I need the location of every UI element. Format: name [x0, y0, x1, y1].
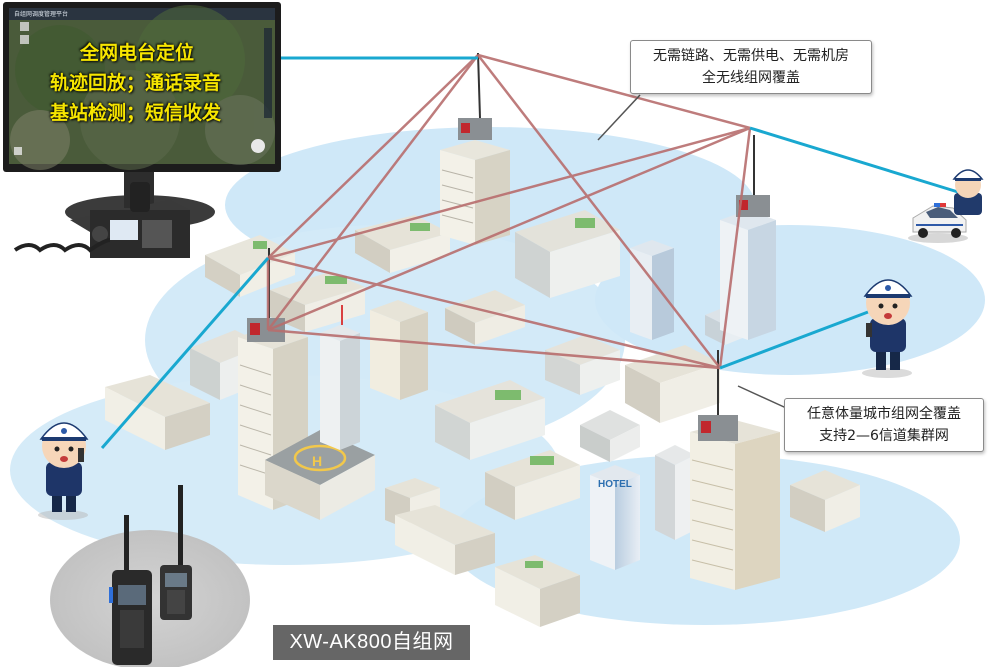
police-officer-right — [862, 279, 913, 378]
hotel-sign: HOTEL — [598, 479, 632, 490]
radio-link-officer-right — [719, 310, 869, 370]
tower-glass-right — [720, 210, 776, 340]
police-car — [908, 203, 968, 243]
mesh-link — [267, 126, 751, 332]
handheld-radios — [109, 485, 192, 665]
callout-top-line-2: 全无线组网覆盖 — [702, 70, 800, 86]
tower-bottom-right — [690, 420, 780, 590]
handheld-radio-large — [109, 515, 152, 665]
police-officer-left — [38, 422, 89, 520]
handheld-radio-small — [160, 485, 192, 620]
handset-microphone — [130, 182, 150, 212]
monitor-feature-line-2: 轨迹回放；通话录音 — [50, 72, 222, 94]
callout-bottom-line-2: 支持2—6信道集群网 — [819, 428, 949, 444]
base-station-right — [736, 135, 770, 217]
callout-top-line-1: 无需链路、无需供电、无需机房 — [653, 48, 849, 64]
mesh-link — [477, 54, 721, 369]
radio-links — [100, 56, 959, 449]
low-rise-buildings — [105, 210, 860, 627]
mesh-link — [267, 328, 721, 370]
product-label: XW-AK800自组网 — [273, 625, 470, 660]
callout-wireless-coverage: 无需链路、无需供电、无需机房 全无线组网覆盖 — [630, 40, 872, 94]
helipad-sign: H — [312, 453, 322, 469]
monitor-app-title: 自组网调度管理平台 — [14, 11, 69, 18]
callout-pointer-top — [597, 94, 641, 141]
mesh-link — [718, 127, 752, 369]
mesh-link — [267, 54, 479, 331]
base-station-top — [458, 52, 492, 140]
handheld-radio-icon — [866, 323, 872, 337]
hotel-building: HOTEL — [590, 465, 640, 570]
mesh-link — [477, 53, 751, 130]
tower-top-center — [440, 140, 510, 245]
dispatch-console — [13, 172, 215, 258]
mesh-links — [266, 53, 752, 370]
handset-cord — [13, 238, 111, 253]
tower-glass-mid — [630, 240, 674, 340]
radio-link-police-car — [749, 126, 959, 194]
callout-bottom-line-1: 任意体量城市组网全覆盖 — [807, 406, 961, 422]
desktop-radio — [70, 182, 190, 258]
radio-link-officer-left — [100, 257, 270, 449]
screen-menu-button — [251, 139, 265, 153]
monitor-feature-line-3: 基站检测；短信收发 — [50, 102, 222, 124]
dispatch-monitor — [3, 2, 281, 172]
callout-city-coverage: 任意体量城市组网全覆盖 支持2—6信道集群网 — [784, 398, 984, 452]
handheld-radio-icon — [78, 448, 84, 462]
mesh-link — [267, 54, 479, 259]
police-officer-car — [952, 169, 984, 215]
tower-slim-center — [320, 305, 360, 450]
monitor-feature-line-1: 全网电台定位 — [80, 42, 195, 64]
mesh-link — [267, 126, 751, 260]
base-station-bottom — [698, 350, 738, 441]
mesh-link — [267, 256, 721, 370]
